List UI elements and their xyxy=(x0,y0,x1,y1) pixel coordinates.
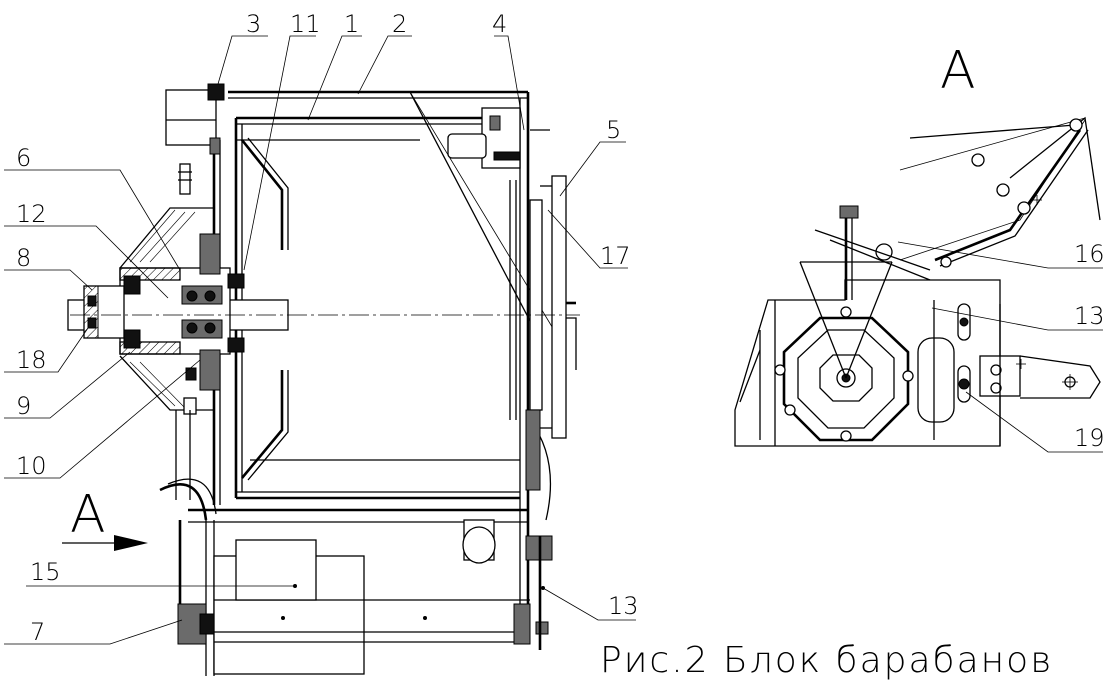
callout-11: 11 xyxy=(290,10,321,38)
callout-9: 9 xyxy=(16,392,31,420)
callout-13-view-a: 13 xyxy=(1074,302,1105,330)
callout-13-main: 13 xyxy=(608,592,639,620)
callout-4: 4 xyxy=(492,10,507,38)
callout-18: 18 xyxy=(16,346,47,374)
callout-3: 3 xyxy=(246,10,261,38)
callout-19: 19 xyxy=(1074,424,1105,452)
main-section-view: А xyxy=(62,83,580,676)
callout-8: 8 xyxy=(16,244,31,272)
figure-caption: Рис.2 Блок барабанов xyxy=(600,640,1053,681)
callout-labels: 3 11 1 2 4 5 17 6 12 8 18 9 10 15 7 13 1… xyxy=(16,10,1105,646)
view-arrow-label: А xyxy=(70,485,106,545)
callout-7: 7 xyxy=(30,618,45,646)
callout-10: 10 xyxy=(16,452,47,480)
view-a-drawing: А xyxy=(734,41,1101,447)
callout-6: 6 xyxy=(16,144,31,172)
leader-lines xyxy=(4,35,1103,645)
view-a-label: А xyxy=(940,41,976,101)
callout-1: 1 xyxy=(344,10,359,38)
callout-5: 5 xyxy=(606,116,621,144)
callout-12: 12 xyxy=(16,200,47,228)
callout-16: 16 xyxy=(1074,240,1105,268)
callout-2: 2 xyxy=(392,10,407,38)
callout-17: 17 xyxy=(600,242,631,270)
callout-15: 15 xyxy=(30,558,61,586)
